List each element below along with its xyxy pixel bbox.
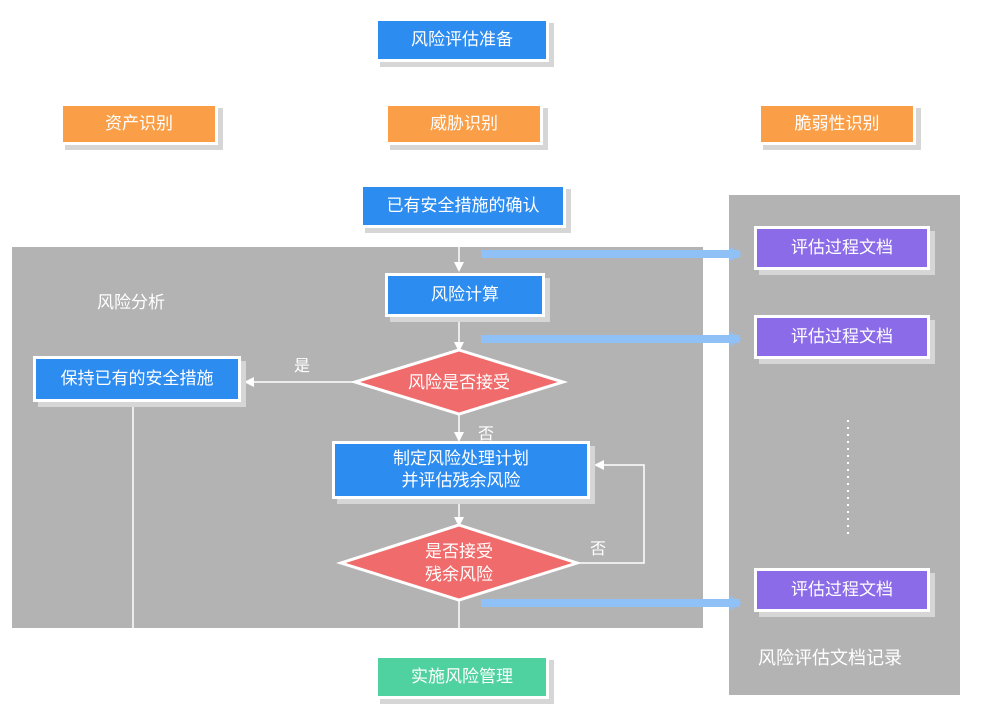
doc-item-2[interactable]: 评估过程文档 (754, 315, 930, 359)
decision-residual-accept[interactable]: 是否接受 残余风险 (336, 523, 582, 602)
node-threat-identification[interactable]: 威胁识别 (385, 103, 543, 145)
document-record-title: 风险评估文档记录 (758, 648, 902, 669)
decision-residual-line1: 是否接受 (425, 542, 493, 562)
risk-analysis-title: 风险分析 (97, 293, 165, 313)
node-risk-treatment-plan[interactable]: 制定风险处理计划 并评估残余风险 (332, 441, 590, 499)
node-risk-treatment-plan-line2: 并评估残余风险 (401, 471, 521, 491)
decision-risk-accept[interactable]: 风险是否接受 (349, 348, 569, 416)
node-risk-treatment-plan-line1: 制定风险处理计划 (393, 449, 529, 469)
node-vulnerability-identification[interactable]: 脆弱性识别 (758, 103, 916, 145)
node-existing-measures-confirm[interactable]: 已有安全措施的确认 (360, 184, 566, 228)
decision-residual-line2: 残余风险 (425, 565, 493, 585)
node-risk-assessment-prep[interactable]: 风险评估准备 (375, 18, 549, 62)
node-keep-existing-measures[interactable]: 保持已有的安全措施 (33, 356, 241, 402)
node-risk-calculation[interactable]: 风险计算 (385, 273, 545, 317)
node-asset-identification[interactable]: 资产识别 (60, 103, 218, 145)
node-implement-risk-management[interactable]: 实施风险管理 (375, 655, 549, 699)
edge-label-yes: 是 (294, 356, 311, 375)
arrow-residual-no-loop (577, 460, 645, 564)
edge-label-no-1: 否 (478, 424, 495, 443)
doc-item-3[interactable]: 评估过程文档 (754, 568, 930, 612)
edge-label-no-2: 否 (590, 539, 607, 558)
decision-risk-accept-label: 风险是否接受 (408, 373, 510, 393)
doc-item-1[interactable]: 评估过程文档 (754, 226, 930, 270)
